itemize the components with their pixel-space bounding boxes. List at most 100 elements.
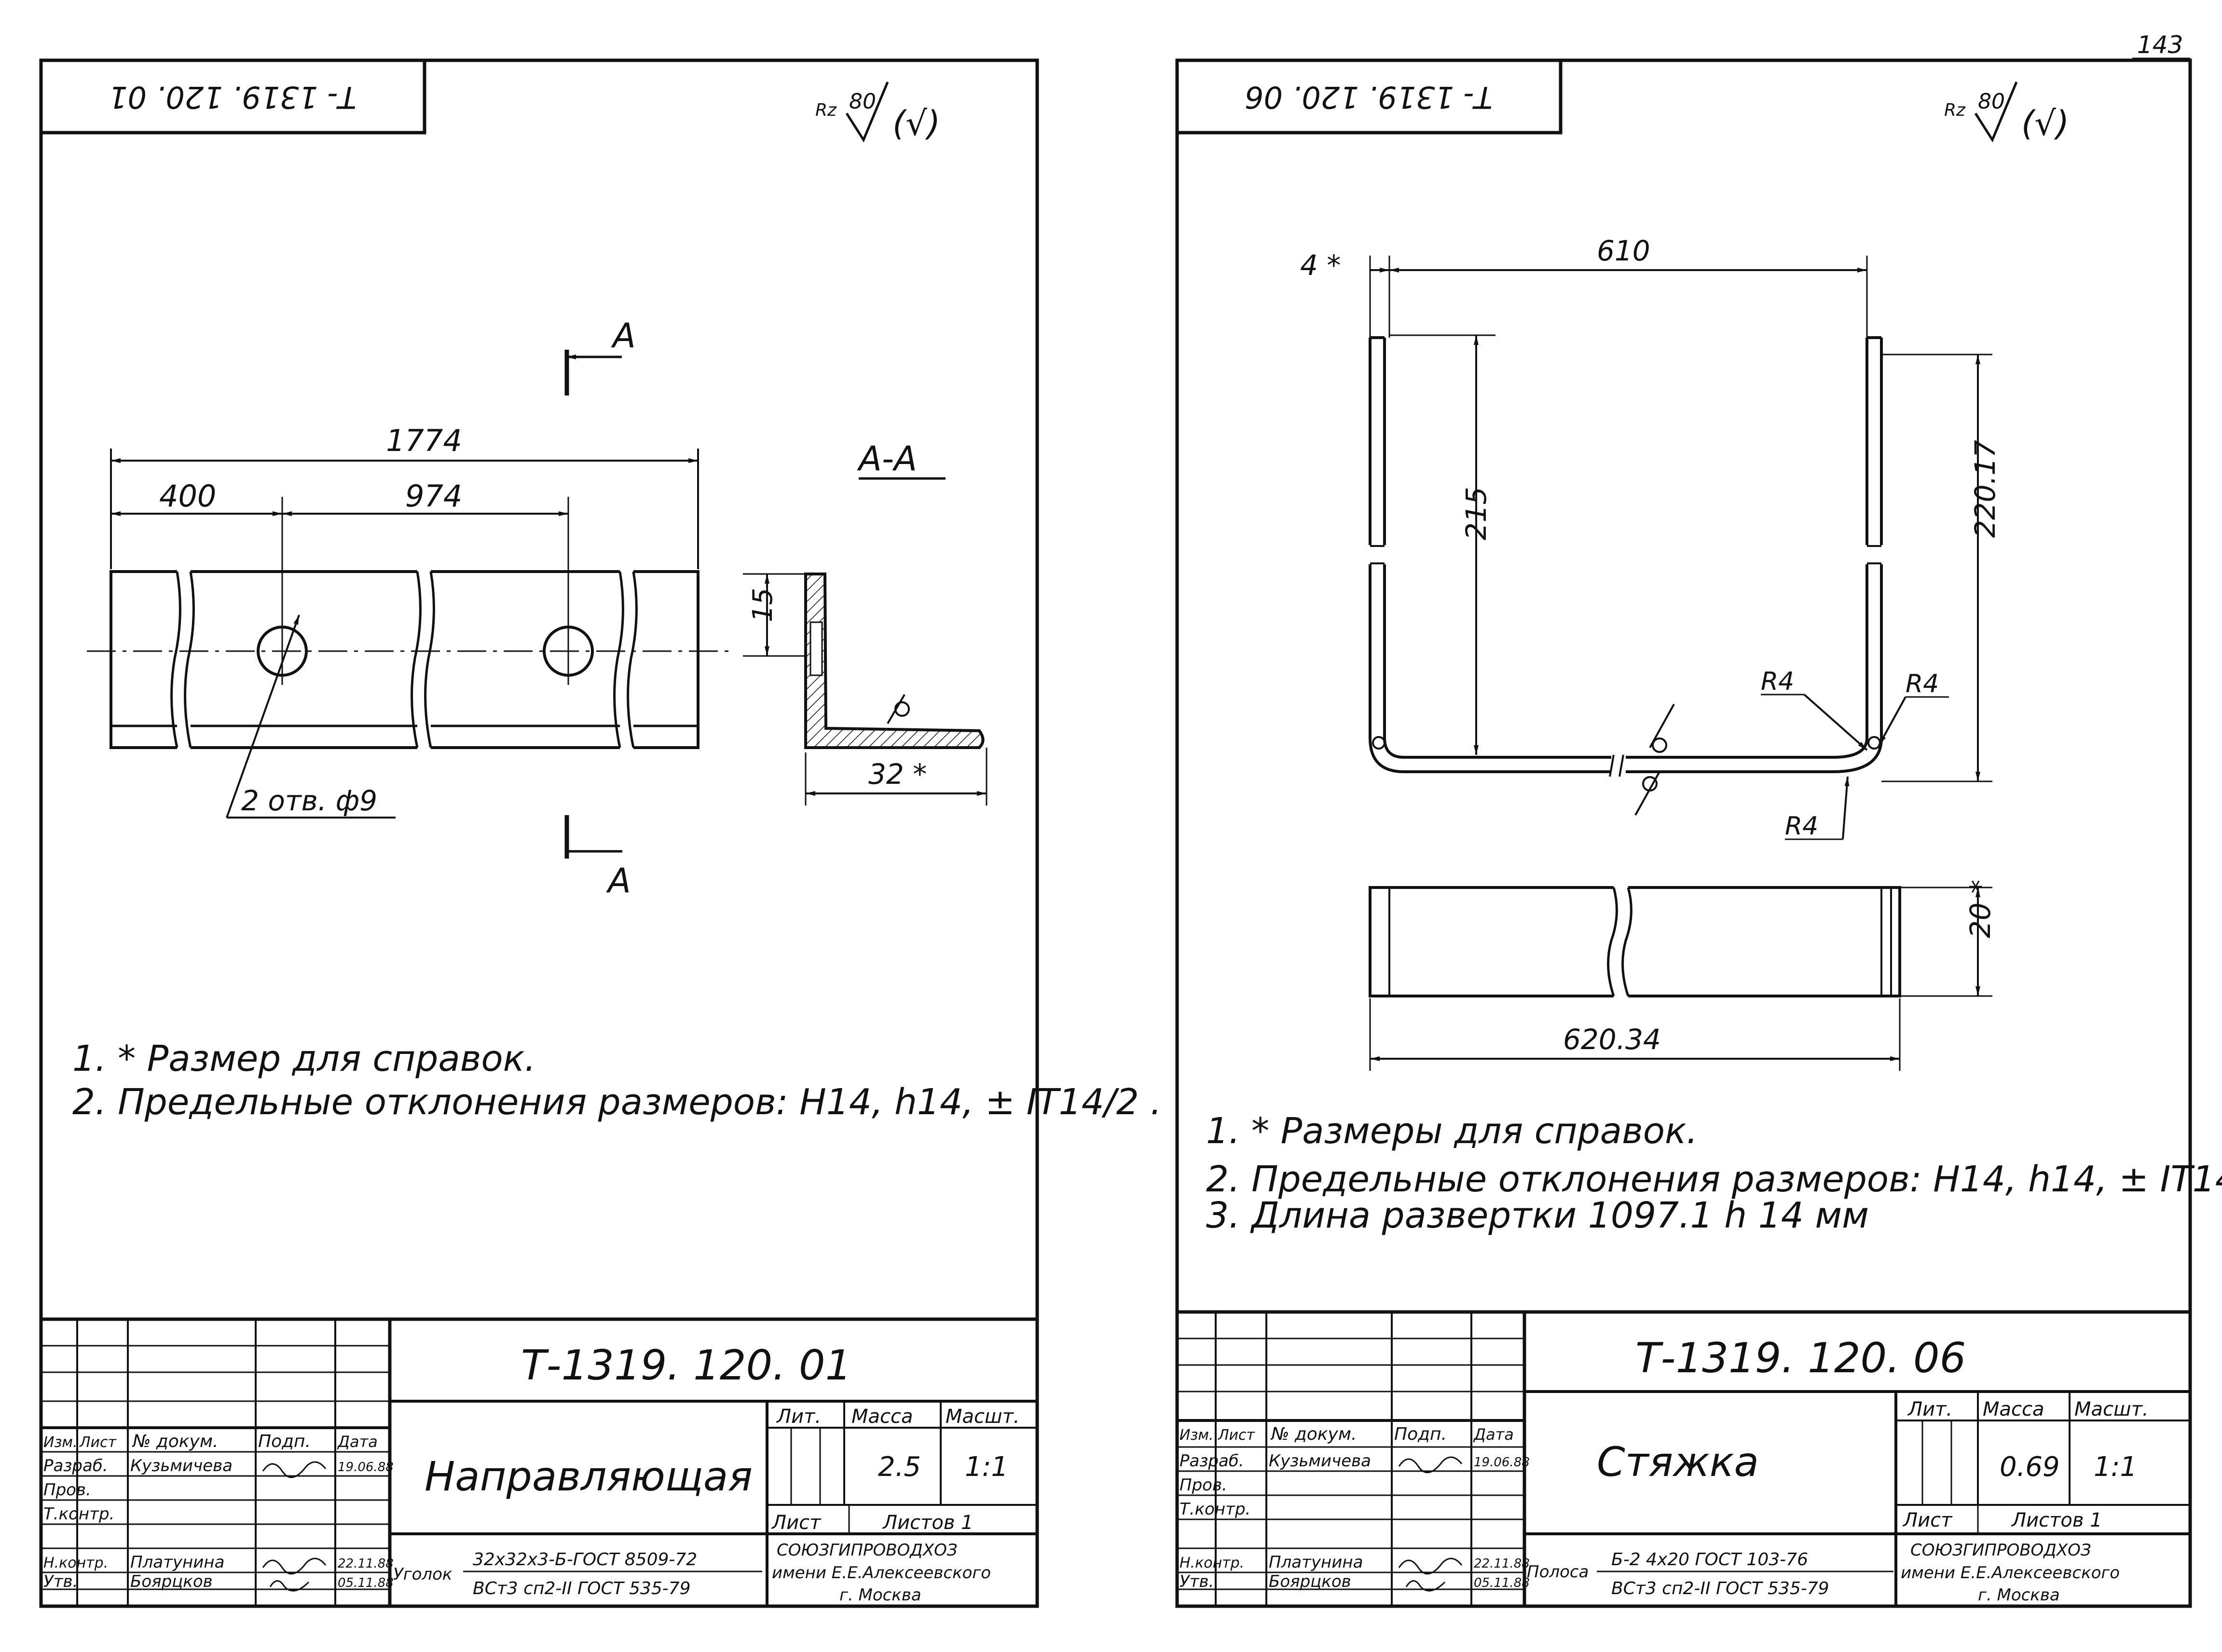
svg-text:80: 80 — [849, 89, 876, 114]
svg-text:(√): (√) — [892, 104, 940, 143]
sheet-2-part-name: Стяжка — [1597, 1438, 1759, 1486]
sheet-2-note-3: 3. Длина развертки 1097.1 h 14 мм — [1206, 1195, 1869, 1236]
sheet-1-frame — [39, 58, 1039, 1608]
svg-text:Боярцков: Боярцков — [1269, 1572, 1351, 1591]
dim-offset: 4 * — [1300, 249, 1341, 282]
svg-text:имени Е.Е.Алексеевского: имени Е.Е.Алексеевского — [772, 1563, 991, 1583]
svg-text:Т.контр.: Т.контр. — [43, 1504, 114, 1524]
dim-outer-height: 220.17 — [1881, 354, 2002, 782]
svg-text:32x32x3-Б-ГОСТ 8509-72: 32x32x3-Б-ГОСТ 8509-72 — [473, 1550, 697, 1570]
dim-radii: R4 R4 R4 — [1634, 667, 1949, 841]
sheet-1-scale: 1:1 — [965, 1451, 1008, 1483]
hole-right — [543, 626, 594, 677]
svg-text:Масшт.: Масшт. — [946, 1406, 1020, 1428]
sheet-2-mass: 0.69 — [2000, 1451, 2060, 1483]
svg-text:№ докум.: № докум. — [1270, 1424, 1357, 1444]
dim-middle: 974 — [281, 478, 569, 685]
sheet-1-roughness-symbol: Rz 80 (√) — [815, 82, 940, 143]
sheet-1-stamp-code: Т- 1319. 120. 01 — [109, 80, 357, 115]
hole-left — [257, 626, 308, 677]
svg-text:СОЮЗГИПРОВОДХОЗ: СОЮЗГИПРОВОДХОЗ — [1910, 1541, 2091, 1560]
svg-text:Боярцков: Боярцков — [130, 1572, 213, 1591]
svg-text:215: 215 — [1460, 487, 1493, 540]
sheet-2-frame — [1175, 58, 2192, 1608]
page-number: 143 — [2137, 31, 2183, 59]
svg-text:19.06.88: 19.06.88 — [1474, 1455, 1530, 1470]
svg-text:г. Москва: г. Москва — [1978, 1585, 2060, 1605]
svg-text:80: 80 — [1978, 89, 2005, 114]
svg-text:32 *: 32 * — [868, 758, 927, 791]
strip-view: 20 * 620.34 — [1369, 880, 1997, 1071]
dim-left: 400 — [111, 478, 282, 516]
dim-inner-height: 215 — [1389, 334, 1495, 755]
svg-text:Масса: Масса — [851, 1406, 913, 1428]
svg-text:Полоса: Полоса — [1527, 1562, 1589, 1582]
sheet-1-title-block: Изм. Лист № докум. Подп. Дата Разраб. Пр… — [41, 1317, 1037, 1606]
svg-text:Подп.: Подп. — [1394, 1424, 1447, 1444]
svg-text:Б-2 4x20 ГОСТ 103-76: Б-2 4x20 ГОСТ 103-76 — [1611, 1550, 1808, 1570]
svg-text:974: 974 — [405, 478, 462, 514]
svg-text:Масса: Масса — [1983, 1398, 2044, 1420]
sheet-1: Т- 1319. 120. 01 Rz 80 (√) А А А-А 1774 — [39, 58, 1162, 1608]
svg-text:Лит.: Лит. — [1907, 1398, 1952, 1420]
svg-text:R4: R4 — [1906, 669, 1939, 698]
svg-text:20 *: 20 * — [1964, 880, 1997, 938]
svg-text:имени Е.Е.Алексеевского: имени Е.Е.Алексеевского — [1901, 1563, 2120, 1583]
svg-text:19.06.88: 19.06.88 — [338, 1460, 394, 1475]
dim-width: 4 * 610 — [1300, 234, 1868, 338]
svg-text:Кузьмичева: Кузьмичева — [1269, 1451, 1371, 1471]
svg-text:№ докум.: № докум. — [132, 1432, 218, 1451]
sheet-2-title-block: Изм. Лист № докум. Подп. Дата Разраб. Пр… — [1177, 1310, 2190, 1606]
svg-text:Дата: Дата — [337, 1433, 378, 1451]
sheet-2-note-2: 2. Предельные отклонения размеров: Н14, … — [1206, 1159, 2222, 1200]
sheet-1-note-2: 2. Предельные отклонения размеров: Н14, … — [72, 1081, 1162, 1123]
svg-text:Лист: Лист — [1218, 1427, 1256, 1444]
sheet-2-doc-code: Т-1319. 120. 06 — [1635, 1334, 1966, 1382]
svg-text:Листов 1: Листов 1 — [2011, 1509, 2102, 1531]
svg-text:Изм.: Изм. — [1180, 1427, 1214, 1444]
svg-text:Лист: Лист — [79, 1434, 117, 1451]
svg-text:Лист: Лист — [1902, 1509, 1953, 1531]
section-marker-bottom: А — [564, 815, 631, 901]
section-marker-top: А — [564, 316, 636, 396]
sheet-2-stamp-code: Т- 1319. 120. 06 — [1245, 80, 1493, 115]
svg-text:Т.контр.: Т.контр. — [1180, 1500, 1250, 1519]
svg-text:Лит.: Лит. — [776, 1406, 821, 1428]
sheet-2-scale: 1:1 — [2094, 1451, 2137, 1483]
svg-text:ВСт3 сп2-II ГОСТ 535-79: ВСт3 сп2-II ГОСТ 535-79 — [1611, 1579, 1829, 1598]
svg-text:Платунина: Платунина — [1269, 1553, 1363, 1572]
sheet-1-doc-code: Т-1319. 120. 01 — [521, 1341, 851, 1390]
svg-text:г. Москва: г. Москва — [839, 1585, 921, 1605]
u-part-view — [1365, 336, 1901, 781]
sheet-1-note-1: 1. * Размер для справок. — [72, 1038, 536, 1079]
svg-text:22.11.88: 22.11.88 — [338, 1556, 394, 1571]
svg-text:ВСт3 сп2-II ГОСТ 535-79: ВСт3 сп2-II ГОСТ 535-79 — [473, 1579, 691, 1598]
section-label: А-А — [857, 439, 917, 478]
dim-total: 1774 — [110, 423, 699, 569]
svg-text:R4: R4 — [1785, 812, 1818, 841]
svg-text:Н.контр.: Н.контр. — [43, 1555, 108, 1571]
svg-text:Разраб.: Разраб. — [1180, 1451, 1244, 1471]
svg-text:05.11.88: 05.11.88 — [338, 1576, 394, 1590]
holes-label: 2 отв. ф9 — [241, 784, 377, 817]
svg-text:Утв.: Утв. — [1180, 1572, 1214, 1591]
svg-text:400: 400 — [159, 478, 216, 514]
sheet-2: Т- 1319. 120. 06 Rz 80 (√) 4 * 610 — [1175, 58, 2222, 1608]
svg-text:220.17: 220.17 — [1969, 440, 2002, 538]
svg-text:Лист: Лист — [771, 1512, 822, 1534]
svg-text:Подп.: Подп. — [258, 1432, 311, 1451]
svg-text:15: 15 — [747, 588, 779, 622]
svg-text:05.11.88: 05.11.88 — [1474, 1576, 1530, 1590]
svg-text:Масшт.: Масшт. — [2074, 1398, 2149, 1420]
svg-text:1774: 1774 — [386, 423, 462, 458]
sheet-2-stamp-box — [1175, 58, 1563, 135]
sheet-1-part-name: Направляющая — [425, 1453, 753, 1500]
svg-text:Утв.: Утв. — [43, 1572, 78, 1591]
svg-text:Листов 1: Листов 1 — [882, 1512, 974, 1534]
svg-text:Уголок: Уголок — [393, 1565, 453, 1584]
svg-text:Rz: Rz — [1944, 100, 1966, 120]
sheet-1-mass: 2.5 — [878, 1451, 921, 1483]
svg-text:(√): (√) — [2021, 104, 2069, 143]
sheet-2-note-1: 1. * Размеры для справок. — [1206, 1110, 1698, 1152]
svg-text:Изм.: Изм. — [43, 1434, 78, 1451]
